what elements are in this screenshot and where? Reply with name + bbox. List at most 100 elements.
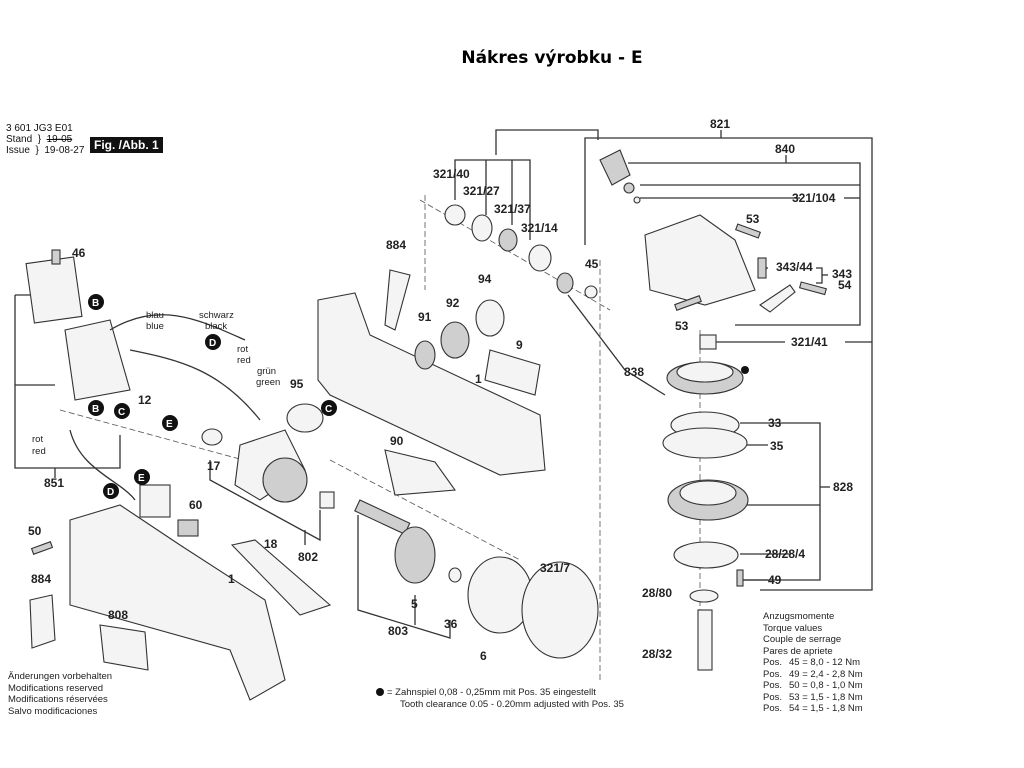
ring-17 [201, 428, 223, 446]
torque-table: Anzugsmomente Torque values Couple de se… [763, 611, 863, 715]
label-36: 36 [444, 617, 458, 631]
torque-heading-de: Anzugsmomente [763, 611, 835, 622]
wire-red-851 [69, 429, 136, 501]
badge-d-top: D [209, 338, 216, 349]
modifications-es: Salvo modificaciones [8, 705, 98, 717]
tooth-clearance-note: = Zahnspiel 0,08 - 0,25mm mit Pos. 35 ei… [376, 687, 624, 710]
gear-housing [644, 214, 756, 306]
label-12: 12 [138, 393, 152, 407]
modifications-fr: Modifications réservées [8, 694, 108, 705]
bracket-lines [14, 129, 873, 639]
label-321-14: 321/14 [521, 221, 558, 235]
part-94 [475, 299, 505, 337]
label-28-28-4: 28/28/4 [765, 547, 805, 561]
screw-54 [798, 281, 827, 296]
label-18: 18 [264, 537, 278, 551]
label-35: 35 [770, 439, 784, 453]
label-884-bottom: 884 [31, 572, 51, 586]
badge-c-left: C [118, 407, 125, 418]
switch [139, 484, 171, 518]
wire-red [129, 349, 261, 421]
bearing-321-14 [528, 244, 552, 272]
label-321-41: 321/41 [791, 335, 828, 349]
motor-housing-1 [317, 292, 546, 476]
wire-label-rot-851: rot [32, 434, 43, 445]
label-90: 90 [390, 434, 404, 448]
electronic-module-12 [64, 319, 131, 401]
label-802: 802 [298, 550, 318, 564]
badge-b-top: B [92, 298, 99, 309]
screw-50 [30, 541, 54, 555]
torque-heading-en: Torque values [763, 622, 823, 634]
modifications-note: Änderungen vorbehalten Modifications res… [8, 671, 112, 717]
label-17: 17 [207, 459, 221, 473]
label-9: 9 [516, 338, 523, 352]
lever-343 [759, 284, 796, 313]
modifications-en: Modifications reserved [8, 682, 104, 694]
label-6: 6 [480, 649, 487, 663]
wire-label-red: red [237, 355, 251, 366]
washer-28-80 [689, 589, 719, 603]
torque-row: Pos.54 = 1,5 - 1,8 Nm [763, 703, 863, 714]
part-labels: 821 840 321/104 53 343/44 343 54 53 321/… [28, 117, 853, 663]
figure-label: Fig. /Abb. 1 [90, 137, 163, 153]
label-821: 821 [710, 117, 730, 131]
fan-cover-95 [286, 403, 324, 433]
torque-row: Pos.50 = 0,8 - 1,0 Nm [763, 680, 863, 691]
ring-36 [448, 567, 462, 583]
wire-label-red-851: red [32, 446, 46, 457]
page-title: Nákres výrobku - E [461, 48, 643, 68]
modifications-de: Änderungen vorbehalten [8, 671, 113, 682]
torque-row: Pos.45 = 8,0 - 12 Nm [763, 657, 861, 668]
label-53-bottom: 53 [675, 319, 689, 333]
o-ring-321-104 [633, 196, 641, 204]
label-321-27: 321/27 [463, 184, 500, 198]
spindle-28-32 [697, 609, 713, 671]
badge-e-bottom: E [138, 473, 145, 484]
bracket-321-sub [454, 159, 531, 240]
label-321-7: 321/7 [540, 561, 570, 575]
label-60: 60 [189, 498, 203, 512]
screw-53-bottom [674, 295, 702, 311]
tooth-note-line1-row: = Zahnspiel 0,08 - 0,25mm mit Pos. 35 ei… [376, 687, 624, 699]
issue-row: Issue } 19-08-27 [6, 145, 84, 156]
ring-321-27 [471, 214, 493, 242]
dot-icon [376, 688, 384, 697]
shaft-803 [354, 499, 411, 535]
guard-6 [467, 556, 533, 634]
label-851: 851 [44, 476, 64, 490]
label-343-44: 343/44 [776, 260, 813, 274]
o-ring-28-28-4 [673, 541, 739, 569]
label-28-80: 28/80 [642, 586, 672, 600]
wire-label-gruen: grün [257, 366, 276, 377]
torque-row: Pos.53 = 1,5 - 1,8 Nm [763, 691, 863, 703]
label-95: 95 [290, 377, 304, 391]
label-808: 808 [108, 608, 128, 622]
label-33: 33 [768, 416, 782, 430]
issue-label: Issue [6, 145, 30, 156]
parts [25, 149, 827, 701]
bracket-321 [495, 129, 599, 155]
part-60 [177, 519, 199, 537]
label-45: 45 [585, 257, 599, 271]
handle-housing-1 [69, 504, 286, 701]
label-50: 50 [28, 524, 42, 538]
nut-45 [584, 285, 598, 299]
label-321-40: 321/40 [433, 167, 470, 181]
part-number: 3 601 JG3 E01 [6, 123, 73, 134]
brace: } [34, 134, 44, 145]
tooth-clearance-dot [741, 366, 749, 374]
pin-343-44 [757, 257, 767, 279]
gear-5 [394, 526, 436, 584]
wire-blue [109, 314, 246, 341]
label-1-bottom: 1 [228, 572, 235, 586]
connector-badges: B D B C E C E D [88, 294, 337, 499]
guard-321-7 [521, 561, 599, 659]
screw-53-top [734, 223, 762, 239]
label-49: 49 [768, 573, 782, 587]
wire-label-blue: blue [146, 321, 164, 332]
label-5: 5 [411, 597, 418, 611]
cover-18 [230, 539, 332, 616]
battery-contact [25, 256, 83, 324]
